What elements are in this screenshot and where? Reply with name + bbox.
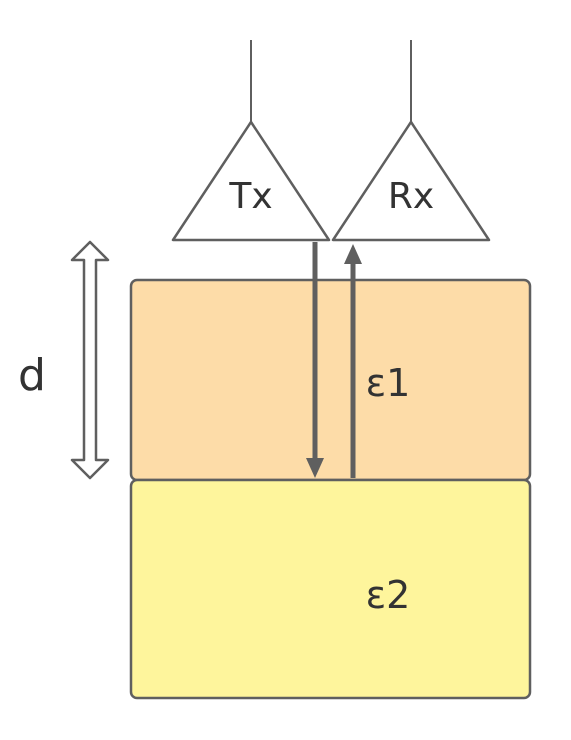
receiver-antenna-icon	[331, 120, 491, 242]
transmitter-label: Tx	[228, 176, 272, 217]
upper-permittivity-label: ε1	[366, 361, 411, 405]
reflected-wave-arrowhead	[344, 244, 362, 264]
incident-wave-arrowhead	[306, 458, 324, 478]
lower-permittivity-label: ε2	[366, 573, 411, 617]
upper-layer	[129, 278, 532, 482]
transmitter-antenna-icon	[171, 120, 331, 242]
lower-layer	[129, 478, 532, 700]
receiver-label: Rx	[388, 176, 434, 217]
thickness-label: d	[18, 350, 46, 401]
thickness-double-arrow-icon	[70, 240, 110, 480]
